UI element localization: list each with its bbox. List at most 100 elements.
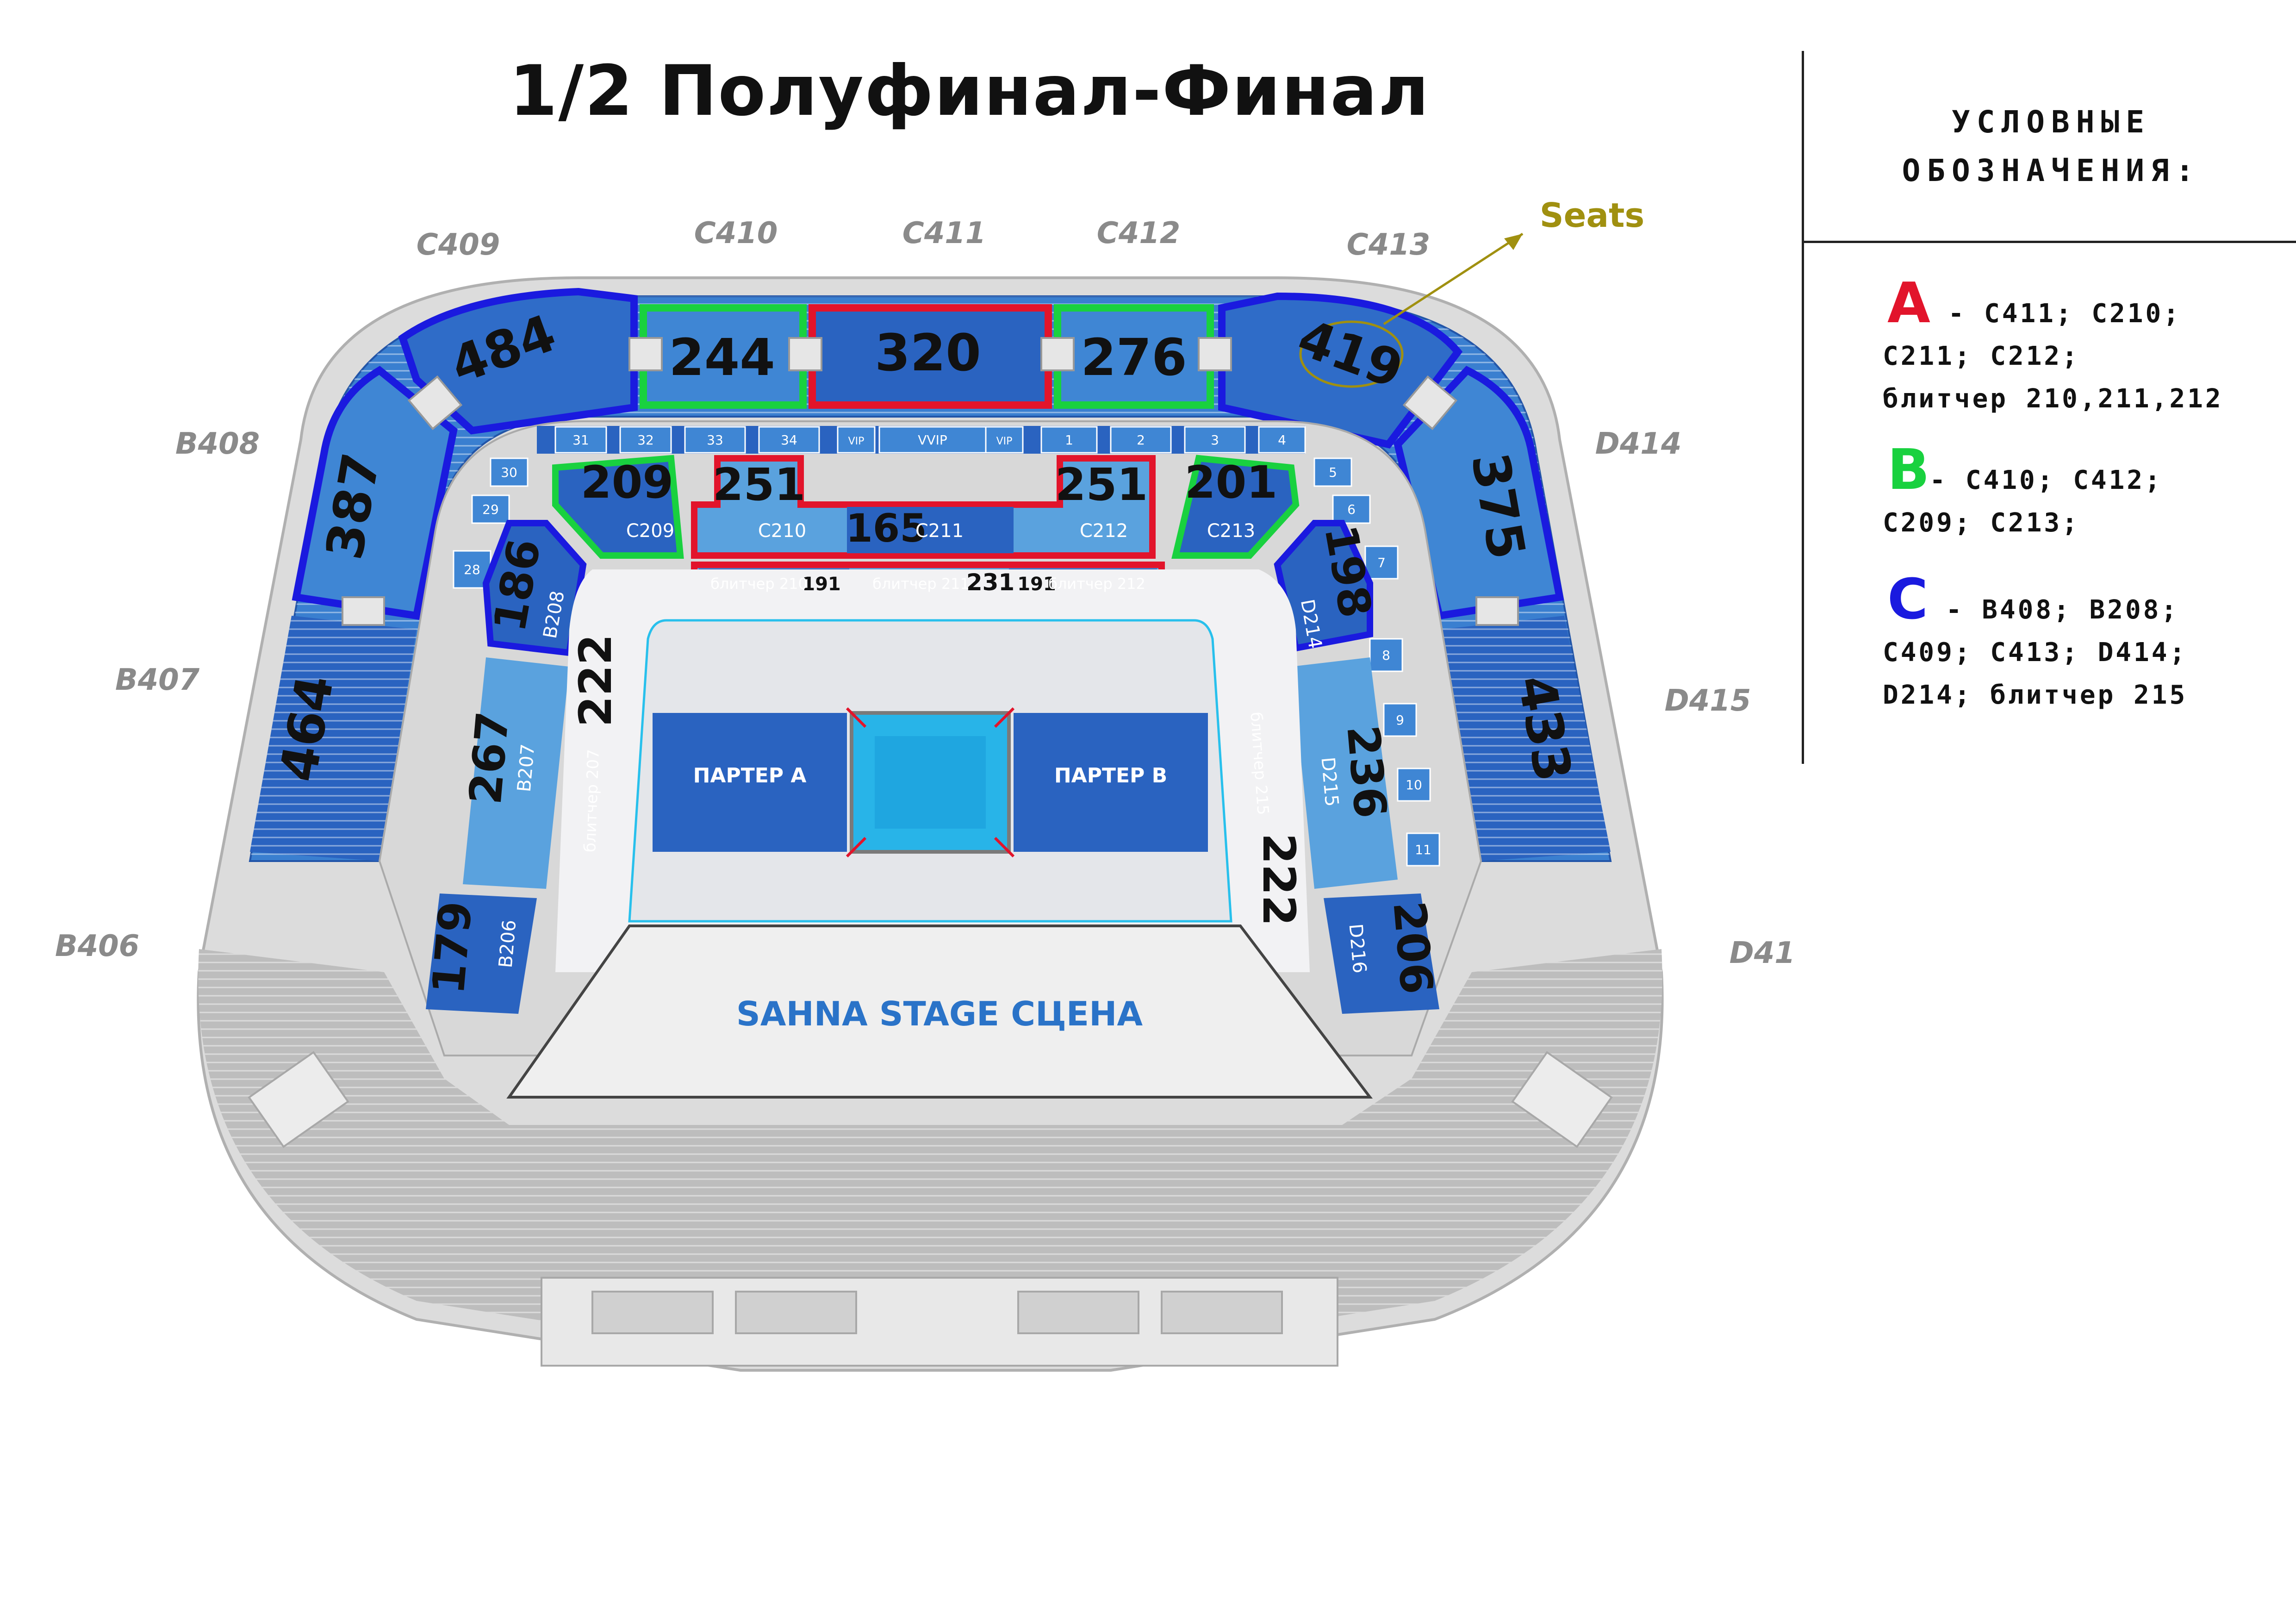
section-276[interactable] — [1054, 304, 1214, 409]
section-222b-count: 222 — [1253, 833, 1305, 926]
label-c209: C209 — [626, 520, 674, 542]
box-30: 30 — [501, 465, 517, 480]
box-32: 32 — [637, 432, 654, 448]
label-blitcher-207: блитчер 207 — [581, 749, 603, 853]
box-10: 10 — [1406, 777, 1422, 793]
section-206-count: 206 — [1383, 899, 1443, 996]
section-206-d216 — [1324, 893, 1439, 1014]
legend-panel: УСЛОВНЫЕ ОБОЗНАЧЕНИЯ: A - C411; C210; C2… — [1802, 51, 2296, 764]
section-191a-count: 191 — [802, 574, 841, 595]
label-c409: C409 — [417, 228, 500, 262]
box-8: 8 — [1382, 648, 1390, 663]
legend-item-b: B- C410; C412; C209; C213; — [1883, 443, 2163, 544]
section-222a-count: 222 — [570, 634, 622, 727]
box-34: 34 — [781, 432, 797, 448]
bottom-entrances — [541, 1277, 1338, 1367]
box-vip-left: VIP — [848, 436, 865, 447]
box-33: 33 — [707, 432, 723, 448]
box-6: 6 — [1347, 502, 1356, 517]
label-parter-b: ПАРТЕР В — [1054, 764, 1167, 787]
label-stage: SAHNA STAGE СЦЕНА — [736, 994, 1143, 1033]
legend-a-line3: блитчер 210,211,212 — [1883, 384, 2223, 414]
section-201-count: 201 — [1185, 456, 1277, 508]
section-375[interactable] — [1394, 366, 1564, 620]
box-vvip: VVIP — [918, 432, 947, 448]
legend-heading: УСЛОВНЫЕ ОБОЗНАЧЕНИЯ: — [1804, 51, 2296, 243]
label-b408: B408 — [175, 427, 260, 461]
section-191b-count: 191 — [1017, 574, 1056, 595]
label-d414: D414 — [1595, 427, 1682, 461]
legend-letter-c: C — [1887, 568, 1929, 632]
label-d416: D416 — [1730, 936, 1796, 970]
label-parter-a: ПАРТЕР А — [693, 764, 807, 787]
label-c211: C211 — [915, 520, 964, 542]
label-c213: C213 — [1207, 520, 1255, 542]
box-11: 11 — [1415, 842, 1431, 857]
box-vip-right: VIP — [996, 436, 1013, 447]
section-484[interactable] — [398, 287, 638, 435]
section-267-b207 — [463, 657, 569, 889]
parter-b[interactable] — [1014, 713, 1208, 852]
label-blitcher-210: блитчер 210 — [710, 575, 808, 593]
section-251b-count: 251 — [1055, 459, 1148, 511]
label-d415: D415 — [1665, 684, 1751, 718]
page-title: 1/2 Полуфинал-Финал — [509, 51, 1430, 131]
box-2: 2 — [1137, 432, 1145, 448]
box-29: 29 — [482, 502, 499, 517]
label-c212: C212 — [1080, 520, 1128, 542]
section-209[interactable] — [552, 455, 684, 559]
parter-a[interactable] — [653, 713, 847, 852]
box-7: 7 — [1377, 555, 1386, 570]
section-236-d215 — [1291, 657, 1398, 889]
box-9: 9 — [1396, 712, 1404, 728]
section-198-d214[interactable] — [1274, 520, 1373, 652]
section-276-count: 276 — [1081, 328, 1187, 387]
section-165-count: 165 — [846, 506, 927, 551]
stage — [506, 924, 1373, 1099]
section-236-count: 236 — [1337, 723, 1396, 820]
label-c410: C410 — [694, 216, 778, 250]
venue-map: 31 32 33 34 VIP VVIP VIP 1 2 3 4 30 29 2… — [55, 196, 1796, 1372]
label-c413: C413 — [1347, 228, 1431, 262]
label-b406: B406 — [55, 929, 139, 963]
legend-item-a: A - C411; C210; C211; C212; блитчер 210,… — [1883, 276, 2223, 420]
section-320-count: 320 — [875, 323, 981, 382]
legend-c-line1: - B408; B208; — [1928, 595, 2179, 625]
label-d215: D215 — [1317, 756, 1342, 807]
section-179-count: 179 — [423, 899, 482, 996]
section-244[interactable] — [640, 304, 807, 409]
box-1: 1 — [1065, 432, 1073, 448]
legend-item-c: C - B408; B208; C409; C413; D414; D214; … — [1883, 572, 2187, 717]
section-419[interactable] — [1218, 292, 1463, 449]
legend-c-line2: C409; C413; D414; — [1883, 637, 2188, 668]
box-4: 4 — [1278, 432, 1286, 448]
legend-heading-line2: ОБОЗНАЧЕНИЯ: — [1902, 153, 2201, 188]
label-c412: C412 — [1097, 216, 1181, 250]
label-d216: D216 — [1344, 923, 1370, 974]
label-blitcher-212: блитчер 212 — [1048, 575, 1145, 593]
box-31: 31 — [572, 432, 589, 448]
legend-b-line2: C209; C213; — [1883, 508, 2080, 538]
label-c411: C411 — [902, 216, 986, 250]
box-5: 5 — [1329, 465, 1337, 480]
legend-heading-line1: УСЛОВНЫЕ — [1952, 104, 2151, 140]
section-179-b206 — [426, 893, 537, 1014]
box-row — [537, 426, 1306, 454]
seats-callout: Seats — [1540, 196, 1645, 235]
label-b407: B407 — [115, 663, 200, 697]
box-28: 28 — [464, 562, 480, 577]
section-231-count: 231 — [966, 569, 1014, 596]
legend-letter-a: A — [1887, 271, 1930, 336]
section-209-count: 209 — [581, 456, 673, 508]
section-267-count: 267 — [460, 709, 519, 806]
section-201[interactable] — [1171, 455, 1300, 559]
label-b207: B207 — [514, 743, 539, 793]
box-3: 3 — [1211, 432, 1219, 448]
label-b206: B206 — [495, 919, 521, 968]
legend-letter-b: B — [1887, 438, 1930, 502]
label-blitcher-211: блитчер 211 — [872, 575, 970, 593]
section-251a-count: 251 — [713, 459, 805, 511]
legend-a-line1: - C411; C210; — [1930, 299, 2181, 329]
legend-c-line3: D214; блитчер 215 — [1883, 680, 2188, 710]
section-387[interactable] — [292, 366, 458, 620]
